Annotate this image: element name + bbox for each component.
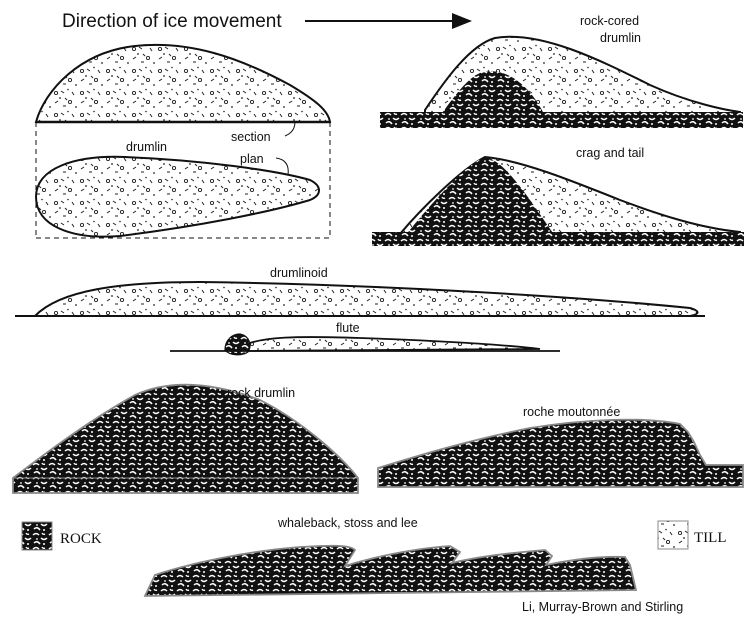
drumlinoid-label: drumlinoid <box>270 266 328 280</box>
diagram-title: Direction of ice movement <box>62 11 282 32</box>
drumlin-label: drumlin <box>126 140 167 154</box>
rock-drumlin <box>13 385 358 493</box>
drumlin-plan <box>36 157 319 237</box>
whaleback-label: whaleback, stoss and lee <box>277 516 418 530</box>
section-label: section <box>231 130 271 144</box>
legend-rock-label: ROCK <box>60 531 102 547</box>
rock-swatch <box>22 522 52 550</box>
crag-and-tail <box>372 157 744 246</box>
legend-till-label: TILL <box>694 530 726 546</box>
till-swatch <box>658 521 688 549</box>
legend-till: TILL <box>658 521 726 549</box>
rock-drumlin-label: rock drumlin <box>227 386 295 400</box>
roche-moutonnee-label: roche moutonnée <box>523 405 620 419</box>
drumlin-section <box>36 45 330 122</box>
rock-cored-label-line2: drumlin <box>600 31 641 45</box>
flute-label: flute <box>336 321 360 335</box>
rock-cored-label-line1: rock-cored <box>580 14 639 28</box>
crag-and-tail-label: crag and tail <box>576 146 644 160</box>
whaleback <box>145 546 636 596</box>
credit-text: Li, Murray-Brown and Stirling <box>522 600 683 614</box>
roche-moutonnee <box>378 420 743 487</box>
drumlinoid <box>15 282 705 316</box>
section-leader <box>285 122 295 136</box>
rock-cored-drumlin <box>380 37 743 128</box>
legend-rock: ROCK <box>22 522 102 550</box>
flute <box>170 334 560 355</box>
plan-label: plan <box>240 152 264 166</box>
